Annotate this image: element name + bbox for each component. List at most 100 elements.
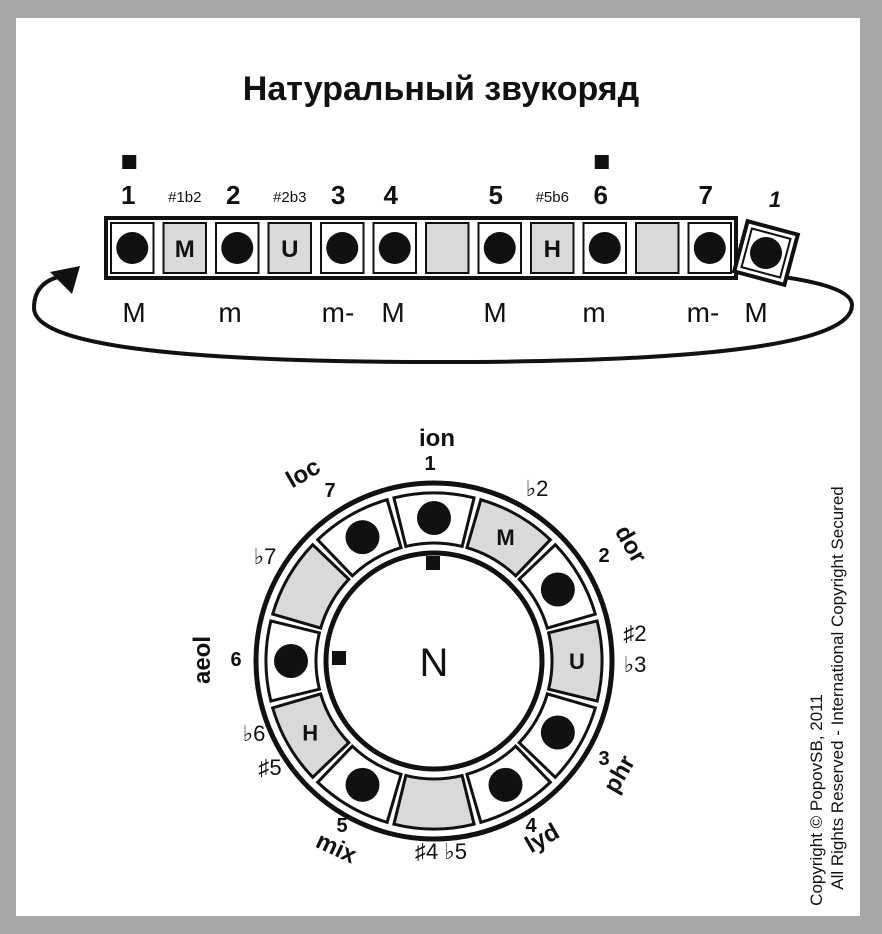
interval-quality-label: M [381,297,404,328]
segment-cell [546,619,604,703]
degree-number: 7 [324,480,335,502]
inner-ring [323,550,545,772]
degree-number: 6 [594,180,608,210]
accidental-label: ♯2 [623,621,646,646]
degree-number: 7 [699,180,713,210]
segment-letter: M [496,525,514,550]
note-dot [345,520,380,555]
accidental-label: ♭2 [526,476,549,501]
circle-segment [392,491,476,549]
degree-number: 4 [384,180,399,210]
note-dot [116,232,149,264]
octave-cell-group [731,218,801,288]
strip-cell [425,222,470,274]
interval-quality-label: M [483,297,506,328]
accidental-label: ♯5 [258,755,281,780]
accidental-label: #5b6 [536,189,569,206]
strip-cell: 7 [687,180,732,274]
segment-cell [465,497,553,578]
note-dot [750,237,782,269]
note-dot [345,767,380,802]
strip-cell: 1 [110,155,155,274]
note-dot [274,644,308,678]
cell-box [267,222,312,274]
copyright-line-1: Copyright © PopovSB, 2011 [807,694,826,906]
circle-segment: H [270,692,351,780]
strip-cell: 4 [372,180,417,274]
interval-quality-label: M [122,297,145,328]
octave-cell: 1 [731,187,801,288]
cell-letter: H [544,236,561,263]
tonic-marker [594,155,609,169]
accidental-label: #2b3 [273,189,306,206]
degree-number: 2 [226,180,240,210]
note-dot [221,232,254,264]
note-dot [417,501,451,535]
interval-quality-label: m- [322,297,355,328]
cycle-loop [31,266,855,365]
note-dot [488,767,523,802]
cell-letter: U [281,236,298,263]
strip-cell [635,222,680,274]
note-dot [588,232,621,264]
strip-cell: 2 [215,180,260,274]
accidental-label: ♭7 [254,544,277,569]
copyright-notice: Copyright © PopovSB, 2011 All Rights Res… [807,486,847,906]
interval-quality-label: m- [687,297,720,328]
loop-arrowhead [50,266,80,294]
strip-cell: 6 [582,155,627,274]
note-dot [326,232,359,264]
circle-segment [315,744,403,825]
circle-segment [264,619,322,703]
tonic-marker [122,155,137,169]
circle-segment [270,542,351,630]
cell-letter: M [175,236,195,263]
degree-number: 1 [424,453,435,475]
segment-cell [270,542,351,630]
strip-cell: 3 [320,180,365,274]
segment-cell [392,773,476,831]
mode-name: ion [419,425,455,452]
mode-name: aeol [189,636,216,684]
cell-box [162,222,207,274]
degree-number: 5 [336,815,347,837]
mode-name: mix [312,827,361,869]
segment-cell [270,692,351,780]
note-dot [540,572,575,607]
cell-box [425,222,470,274]
tonic-marker [332,651,346,665]
strip-cell: H #5b6 [530,189,575,274]
note-dot [540,715,575,750]
circle-segment [465,744,553,825]
circle-segment: M [465,497,553,578]
interval-quality-label: m [218,297,241,328]
accidental-label: ♭6 [243,721,266,746]
circle-segment [315,497,403,578]
diagram-title: Натуральный звукоряд [242,70,640,108]
segment-letter: U [569,649,585,674]
center-label: N [420,641,449,685]
degree-number: 1 [121,180,135,210]
degree-number: 4 [525,815,537,837]
segment-letter: H [302,721,318,746]
note-dot [483,232,516,264]
circle-segment [517,542,598,630]
strip-cell: U #2b3 [267,189,312,274]
circle-segment [517,692,598,780]
note-dot [378,232,411,264]
accidental-label: ♭3 [624,652,647,677]
mode-name: dor [609,521,652,568]
mode-name: loc [281,453,325,494]
degree-number: 6 [230,649,241,671]
degree-number: 2 [598,545,609,567]
accidental-label: #1b2 [168,189,201,206]
strip-cell: 5 [477,180,522,274]
circle-segment: U [546,619,604,703]
loop-path [31,270,855,365]
strip-frame [104,216,738,280]
circle-segment [392,773,476,831]
note-dot [693,232,726,264]
